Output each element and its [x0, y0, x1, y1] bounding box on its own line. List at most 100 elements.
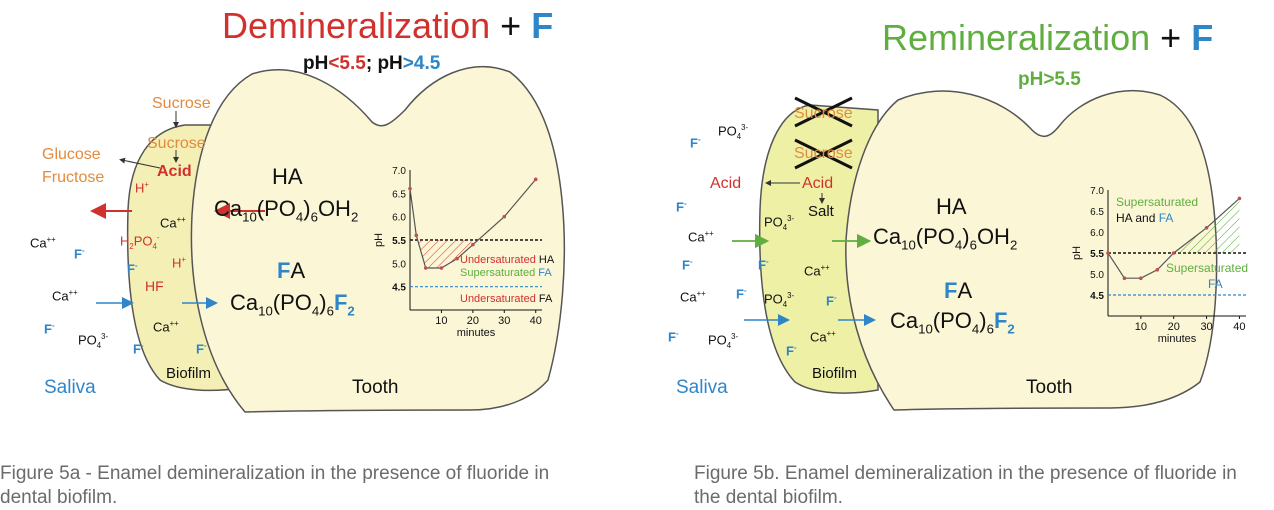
data-point — [414, 233, 419, 238]
formula-fa: Ca10(PO4)6F2 — [230, 290, 355, 319]
label-ca-saliva-1: Ca++ — [30, 235, 56, 251]
data-point — [1237, 196, 1242, 201]
label-f-b-2: F- — [676, 199, 687, 215]
glucose-arrow — [119, 157, 161, 169]
label-sucrose-1: Sucrose — [794, 105, 853, 122]
label-acid: Acid — [157, 163, 192, 180]
label-f-5: F- — [196, 341, 207, 357]
label-glucose: Glucose — [42, 146, 101, 163]
label-biofilm-b: Biofilm — [812, 365, 858, 382]
data-point — [502, 214, 507, 219]
ph-condition-a: pH<5.5; pH>4.5 — [303, 53, 441, 74]
label-fa: FA — [277, 258, 306, 283]
title-remineralization: Remineralization + F — [882, 17, 1214, 58]
x-tick-label: 10 — [435, 315, 447, 327]
label-tooth: Tooth — [352, 377, 399, 398]
formula-ha-b: Ca10(PO4)6OH2 — [873, 224, 1018, 253]
y-axis-label: pH — [1071, 246, 1083, 260]
y-tick-label: 4.5 — [1090, 291, 1104, 302]
label-f-3: F- — [44, 321, 55, 337]
label-sucrose-outer: Sucrose — [152, 95, 211, 112]
label-acid-outer: Acid — [710, 175, 742, 192]
annotation-undersaturated-fa: Undersaturated FA — [460, 293, 553, 305]
y-tick-label: 6.5 — [1090, 207, 1104, 218]
label-ca-b-3: Ca++ — [680, 289, 706, 305]
label-f-b-8: F- — [786, 343, 797, 359]
label-f-1: F- — [74, 246, 85, 262]
label-po4-1: PO43- — [718, 123, 749, 141]
supersaturated-region — [1173, 198, 1240, 253]
y-tick-label: 6.0 — [392, 213, 406, 224]
label-h-plus-2: H+ — [172, 255, 186, 271]
ph-condition-b: pH>5.5 — [1018, 69, 1081, 90]
data-point — [455, 256, 459, 261]
x-tick-label: 30 — [498, 315, 510, 327]
caption-figure-5a: Figure 5a - Enamel demineralization in t… — [0, 463, 550, 508]
annotation-supersaturated-top: Supersaturated — [1116, 195, 1198, 209]
y-tick-label: 4.5 — [392, 283, 406, 294]
label-sucrose-inner: Sucrose — [147, 135, 206, 152]
data-point — [1204, 226, 1209, 230]
annotation-ha-and-fa: HA and FA — [1116, 211, 1173, 225]
annotation-supersaturated-bottom: Supersaturated — [1166, 261, 1248, 275]
label-fa-b: FA — [944, 278, 973, 303]
data-point — [1106, 251, 1110, 255]
x-tick-label: 10 — [1135, 321, 1147, 333]
label-saliva: Saliva — [44, 377, 96, 398]
y-tick-label: 5.5 — [392, 236, 406, 247]
label-po4-3: PO43- — [764, 291, 795, 309]
data-point — [423, 266, 428, 270]
title-demineralization: Demineralization + F — [222, 5, 554, 46]
x-axis-label: minutes — [457, 327, 496, 339]
label-hf: HF — [145, 278, 164, 294]
label-f-b-7: F- — [668, 329, 679, 345]
label-f-b-1: F- — [690, 135, 701, 151]
label-acid-inner: Acid — [802, 175, 834, 192]
label-sucrose-2: Sucrose — [794, 145, 853, 162]
label-po4: PO43- — [78, 332, 109, 350]
label-ca-saliva-2: Ca++ — [52, 288, 78, 304]
annotation-undersaturated-ha: Undersaturated HA — [460, 254, 555, 266]
label-biofilm: Biofilm — [166, 365, 212, 382]
data-point — [1139, 276, 1143, 281]
label-po4-4: PO43- — [708, 332, 739, 350]
label-ha-b: HA — [936, 194, 967, 219]
formula-ha: Ca10(PO4)6OH2 — [214, 196, 359, 225]
caption-figure-5b: Figure 5b. Enamel demineralization in th… — [694, 463, 1237, 508]
label-ca-b-1: Ca++ — [688, 229, 714, 245]
label-salt: Salt — [808, 203, 834, 220]
tooth-shape-b — [845, 90, 1218, 411]
label-h2po4: H2PO4- — [120, 233, 160, 251]
label-ca-b-4: Ca++ — [810, 329, 836, 345]
label-f-b-6: F- — [826, 293, 837, 309]
label-fructose: Fructose — [42, 169, 105, 186]
annotation-supersaturated-fa: Supersaturated FA — [460, 267, 552, 279]
label-h-plus: H+ — [135, 180, 149, 196]
data-point — [533, 177, 538, 182]
y-tick-label: 7.0 — [392, 166, 406, 177]
formula-fa-b: Ca10(PO4)6F2 — [890, 308, 1015, 337]
label-f-b-3: F- — [682, 257, 693, 273]
label-f-2: F- — [127, 261, 138, 277]
x-axis-label: minutes — [1158, 333, 1197, 345]
label-tooth-b: Tooth — [1026, 377, 1073, 398]
data-point — [1171, 251, 1176, 255]
x-tick-label: 40 — [530, 315, 542, 327]
annotation-fa: FA — [1208, 277, 1223, 291]
label-ha: HA — [272, 164, 303, 189]
x-tick-label: 20 — [467, 315, 479, 327]
data-point — [408, 186, 412, 191]
y-tick-label: 6.0 — [1090, 228, 1104, 239]
label-f-b-4: F- — [758, 257, 769, 273]
y-tick-label: 5.5 — [1090, 249, 1104, 260]
label-f-4: F- — [133, 341, 144, 357]
label-ca-biofilm-bottom: Ca++ — [153, 319, 179, 335]
data-point — [471, 242, 475, 247]
sucrose-crossed-out-1 — [794, 96, 853, 128]
y-tick-label: 5.0 — [392, 259, 406, 270]
label-po4-2: PO43- — [764, 214, 795, 232]
label-ca-b-2: Ca++ — [804, 263, 830, 279]
